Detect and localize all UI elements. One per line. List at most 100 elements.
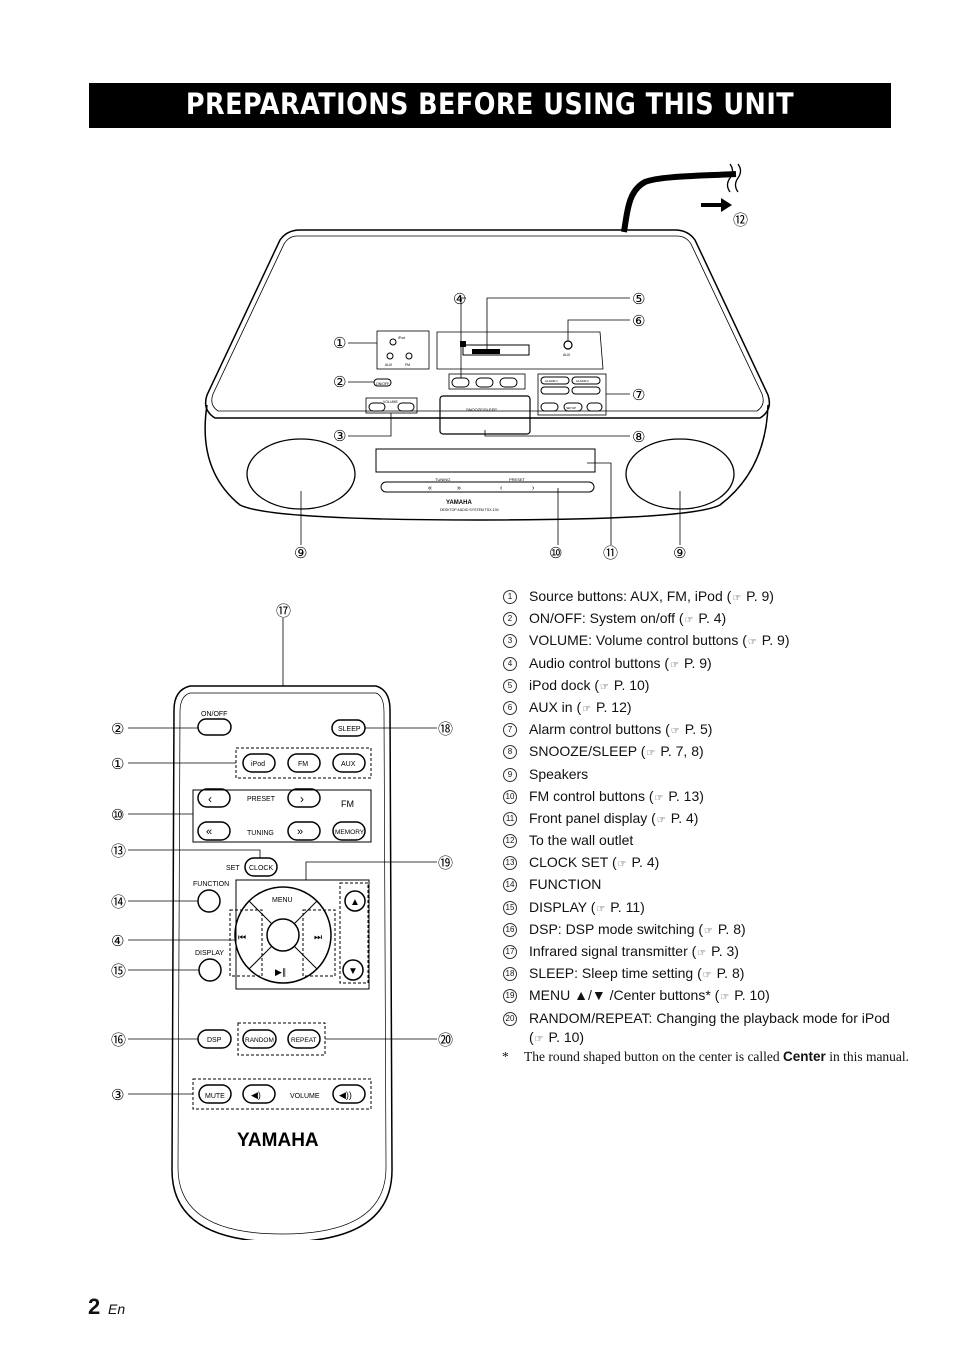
callout-20: ⑳ xyxy=(438,1031,453,1049)
svg-text:TUNING: TUNING xyxy=(435,477,450,482)
reference-icon: ☞ xyxy=(702,970,712,982)
remote-brand-logo: YAMAHA xyxy=(237,1130,319,1151)
svg-text:AUX: AUX xyxy=(341,761,356,768)
legend-number: 10 xyxy=(503,789,517,804)
legend-number: 19 xyxy=(503,989,517,1004)
legend-page-ref: P. 9) xyxy=(761,632,790,649)
callout-6: ⑥ xyxy=(632,312,645,330)
svg-text:iPod: iPod xyxy=(398,336,405,340)
legend-item: 17 Infrared signal transmitter (☞ P. 3) xyxy=(500,941,900,963)
legend-item: 12 To the wall outlet xyxy=(500,830,900,852)
legend-text: Infrared signal transmitter ( xyxy=(529,943,697,959)
legend-text: VOLUME: Volume control buttons ( xyxy=(529,632,747,649)
svg-text:FM: FM xyxy=(341,799,354,809)
power-cable xyxy=(621,163,742,233)
svg-text:SLEEP: SLEEP xyxy=(338,726,361,733)
legend-page-ref: P. 9) xyxy=(683,654,712,671)
svg-text:MENU: MENU xyxy=(272,897,293,904)
remote-leader-lines xyxy=(128,727,437,1095)
svg-text:‹: ‹ xyxy=(208,792,212,806)
unit-snooze-sleep-button: SNOOZE/SLEEP xyxy=(439,395,531,435)
footnote-bold: Center xyxy=(783,1049,826,1064)
remote-onoff-button: ON/OFF xyxy=(197,711,232,736)
legend-page-ref: P. 10) xyxy=(613,676,650,693)
svg-text:MUTE: MUTE xyxy=(205,1093,225,1100)
callout-2: ② xyxy=(333,373,346,391)
aux-in-jack xyxy=(563,340,573,350)
svg-text:▲: ▲ xyxy=(350,897,360,908)
footnote-mark: * xyxy=(502,1049,509,1064)
legend-text: ON/OFF: System on/off ( xyxy=(529,610,684,627)
legend-text: FUNCTION xyxy=(529,876,602,893)
remote-navigation-ring: MENU ⏮ ⏭ ▶∥ ▲ ▼ xyxy=(229,879,370,990)
unit-audio-control-buttons xyxy=(448,373,526,390)
svg-text:DISPLAY: DISPLAY xyxy=(195,950,224,957)
svg-text:‹: ‹ xyxy=(500,485,503,492)
svg-text:TUNING: TUNING xyxy=(247,830,274,837)
remote-fm-buttons: ‹ PRESET › FM « TUNING » MEMORY xyxy=(192,788,372,843)
svg-text:»: » xyxy=(457,485,461,492)
reference-icon: ☞ xyxy=(704,925,713,937)
svg-text:›: › xyxy=(300,792,304,806)
legend-page-ref: P. 9) xyxy=(746,588,774,604)
page-title: PREPARATIONS BEFORE USING THIS UNIT xyxy=(185,87,795,121)
legend-page-ref: P. 4) xyxy=(698,610,727,627)
legend-number: 18 xyxy=(503,967,517,982)
reference-icon: ☞ xyxy=(654,792,664,804)
legend-page-ref: P. 13) xyxy=(668,787,704,804)
legend-page-ref: P. 12) xyxy=(595,698,632,715)
svg-text:⏭: ⏭ xyxy=(314,932,322,942)
legend-page-ref: P. 4) xyxy=(631,854,660,871)
svg-text:«: « xyxy=(206,826,212,838)
callout-8: ⑧ xyxy=(632,428,645,446)
legend-text: MENU ▲/▼ /Center buttons* ( xyxy=(529,987,720,1004)
legend-text: To the wall outlet xyxy=(529,832,634,849)
reference-icon: ☞ xyxy=(646,748,656,760)
svg-text:VOLUME: VOLUME xyxy=(290,1093,320,1100)
svg-text:RANDOM: RANDOM xyxy=(245,1037,274,1044)
svg-text:ALARM 1: ALARM 1 xyxy=(545,379,558,383)
legend-page-ref: P. 5) xyxy=(684,721,713,738)
remote-volume-buttons: MUTE ◀) VOLUME ◀)) xyxy=(192,1078,372,1110)
svg-text:PRESET: PRESET xyxy=(509,477,526,482)
svg-text:◀)): ◀)) xyxy=(339,1090,352,1100)
front-panel-display xyxy=(375,448,596,473)
legend-page-ref: P. 4) xyxy=(670,809,699,826)
remote-dsp-button: DSP xyxy=(197,1029,232,1049)
legend-number: 12 xyxy=(503,834,517,849)
callout-17: ⑰ xyxy=(276,602,291,620)
remote-clock-set-button: SET CLOCK xyxy=(226,857,278,877)
reference-icon: ☞ xyxy=(697,948,707,959)
source-buttons-panel: iPod AUX FM xyxy=(376,330,430,370)
callout-18: ⑱ xyxy=(438,720,453,738)
svg-text:iPod: iPod xyxy=(251,761,265,768)
callout-5: ⑤ xyxy=(632,290,645,308)
legend-page-ref: P. 11) xyxy=(610,898,645,915)
svg-text:PRESET: PRESET xyxy=(247,796,276,803)
callout-10-remote: ⑩ xyxy=(111,806,124,824)
remote-source-buttons: iPod FM AUX xyxy=(235,747,372,779)
reference-icon: ☞ xyxy=(684,615,694,627)
callout-9-right: ⑨ xyxy=(673,544,686,562)
callout-19: ⑲ xyxy=(438,854,453,872)
legend-number: 17 xyxy=(503,945,517,959)
reference-icon: ☞ xyxy=(670,726,680,738)
legend-item: 14 FUNCTION xyxy=(500,874,900,896)
reference-icon: ☞ xyxy=(596,903,606,915)
page-language: En xyxy=(108,1301,126,1317)
legend-page-ref: P. 3) xyxy=(711,943,739,959)
svg-text:«: « xyxy=(428,485,432,492)
callout-11: ⑪ xyxy=(603,544,618,562)
legend-page-ref: P. 8) xyxy=(717,920,746,937)
legend-number: 4 xyxy=(503,656,517,671)
legend-number: 9 xyxy=(503,767,517,782)
legend-number: 14 xyxy=(503,878,517,893)
legend-number: 8 xyxy=(503,745,517,760)
fm-control-strip: TUNING PRESET « » ‹ › YAMAHA DESKTOP AUD… xyxy=(380,477,595,512)
page-number: 2 xyxy=(88,1294,101,1319)
legend-number: 1 xyxy=(503,590,517,604)
